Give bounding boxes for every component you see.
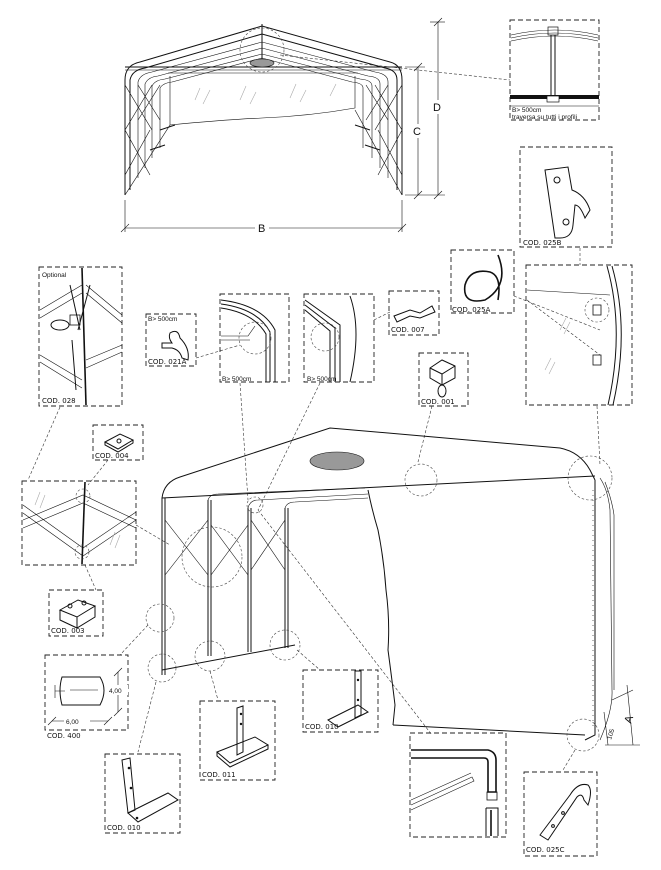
part-011	[199, 700, 276, 781]
detail-frame-joint	[409, 732, 507, 838]
detail-side-wall	[525, 264, 633, 406]
span-note-021a: B> 500cm	[148, 316, 177, 323]
main-tent	[119, 427, 640, 771]
part-400	[44, 654, 129, 731]
part-025c-label: COD. 025C	[526, 846, 565, 854]
span-note-arch2: B> 500cm	[307, 376, 336, 383]
part-010-right-label: COD. 010	[305, 723, 339, 731]
part-007-label: COD. 007	[391, 326, 425, 334]
part-004	[92, 424, 144, 461]
part-025a-label: COD. 025A	[452, 306, 491, 314]
part-400-label: COD. 400	[47, 732, 81, 740]
overlap-dimension-label: 105	[606, 728, 616, 741]
vent-icon	[249, 58, 275, 68]
span-note-arch1: B> 500cm	[222, 376, 251, 383]
part-021a-label: COD. 021A	[148, 358, 187, 366]
part-028	[38, 266, 123, 407]
detail-arch-1	[219, 293, 290, 383]
part-021a	[145, 313, 197, 367]
part-010-left-label: COD. 010	[107, 824, 141, 832]
roof-vent-icon	[309, 451, 365, 471]
part-010-right	[302, 669, 379, 733]
part-003-label: COD. 003	[51, 627, 85, 635]
dimension-a-label: A	[622, 714, 636, 725]
profile-height-label: 4,00	[109, 688, 122, 695]
part-001	[418, 352, 469, 407]
part-011-label: COD. 011	[202, 771, 236, 779]
part-007	[388, 290, 440, 336]
part-025a	[450, 249, 515, 314]
dimension-b-label: B	[258, 223, 265, 235]
optional-label: Optional	[42, 272, 67, 279]
part-003	[48, 589, 104, 637]
part-001-label: COD. 001	[421, 398, 455, 406]
traverse-note-line1: B> 500cm	[512, 107, 541, 114]
part-010-left	[104, 753, 181, 834]
overview-tent	[120, 17, 445, 233]
dimension-d-label: D	[433, 102, 441, 114]
detail-traverse	[509, 19, 600, 121]
traverse-note-line2: traversa su tutti i profili	[512, 114, 577, 121]
profile-width-label: 6,00	[66, 719, 79, 726]
part-025b	[519, 146, 613, 248]
detail-cross-brace	[21, 480, 137, 566]
part-004-label: COD. 004	[95, 452, 129, 460]
dimension-c-label: C	[413, 126, 421, 138]
part-028-label: COD. 028	[42, 397, 76, 405]
detail-arch-2	[303, 293, 375, 383]
part-025c	[523, 771, 598, 857]
part-025b-label: COD. 025B	[523, 239, 562, 247]
